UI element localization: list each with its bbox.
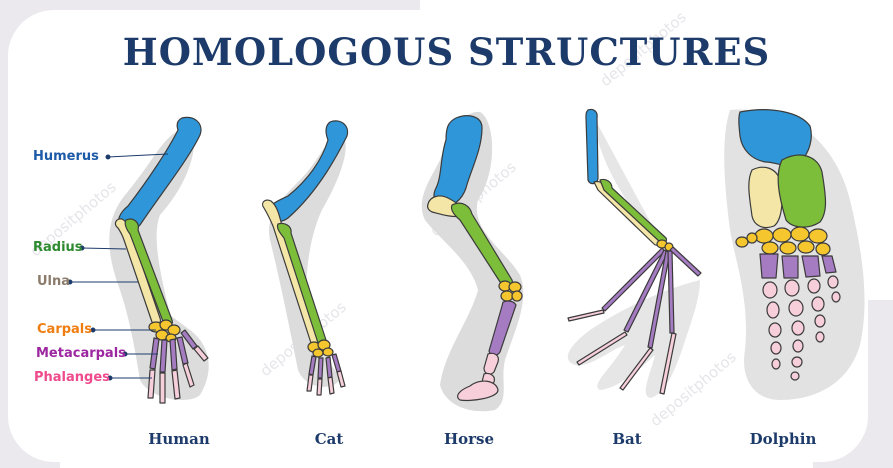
label-ulna: Ulna bbox=[37, 274, 70, 289]
radius-bone bbox=[778, 155, 825, 227]
label-radius: Radius bbox=[33, 240, 83, 255]
species-label-cat: Cat bbox=[269, 430, 389, 448]
species-label-dolphin: Dolphin bbox=[723, 430, 843, 448]
bat-limb bbox=[568, 109, 701, 398]
limb-shadow bbox=[269, 132, 346, 387]
species-label-human: Human bbox=[119, 430, 239, 448]
ulna-bone bbox=[749, 167, 782, 227]
species-label-horse: Horse bbox=[409, 430, 529, 448]
dolphin-limb bbox=[724, 110, 864, 400]
cat-limb bbox=[263, 121, 348, 395]
label-humerus: Humerus bbox=[33, 149, 99, 164]
carpal-bones bbox=[499, 281, 522, 301]
species-label-bat: Bat bbox=[567, 430, 687, 448]
horse-limb bbox=[422, 112, 524, 411]
radius-bone bbox=[600, 179, 666, 243]
humerus-bone bbox=[586, 109, 598, 183]
label-metacarpals: Metacarpals bbox=[36, 346, 126, 361]
label-phalanges: Phalanges bbox=[34, 370, 110, 385]
label-carpals: Carpals bbox=[37, 322, 92, 337]
